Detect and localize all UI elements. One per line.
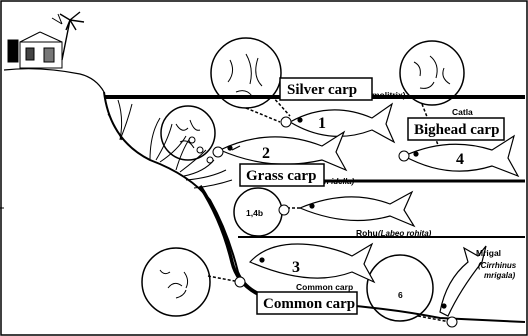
number-6: 6 [398, 290, 403, 300]
silver-carp-label-box: Silver carp [280, 78, 372, 100]
common-carp-small-label: Common carp [296, 282, 353, 292]
silver-carp-label: Silver carp [287, 82, 357, 98]
common-carp-label-box: Common carp [257, 292, 357, 314]
number-2: 2 [262, 145, 270, 162]
common-carp-label: Common carp [263, 296, 355, 312]
rohu-label: Rohu [356, 228, 378, 238]
mrigal-latin-1: (Cirrhinus [478, 261, 517, 270]
number-3: 3 [292, 259, 300, 276]
rohu-latin: (Labeo rohita) [378, 229, 432, 238]
mrigal-latin-2: mrigala) [484, 271, 515, 280]
grass-carp-label: Grass carp [246, 168, 316, 184]
number-4: 4 [456, 151, 464, 168]
grass-carp-label-box: Grass carp [240, 164, 324, 186]
number-1-4b: 1,4b [246, 208, 263, 218]
mrigal-label: Mrigal [476, 248, 501, 258]
number-1: 1 [318, 115, 326, 132]
bighead-carp-label: Bighead carp [414, 122, 499, 138]
bighead-carp-label-box: Bighead carp [408, 118, 504, 140]
catla-label: Catla [452, 107, 473, 117]
grass-carp-latin: n idella) [324, 177, 355, 186]
silver-carp-latin: molitrix) [372, 90, 406, 100]
